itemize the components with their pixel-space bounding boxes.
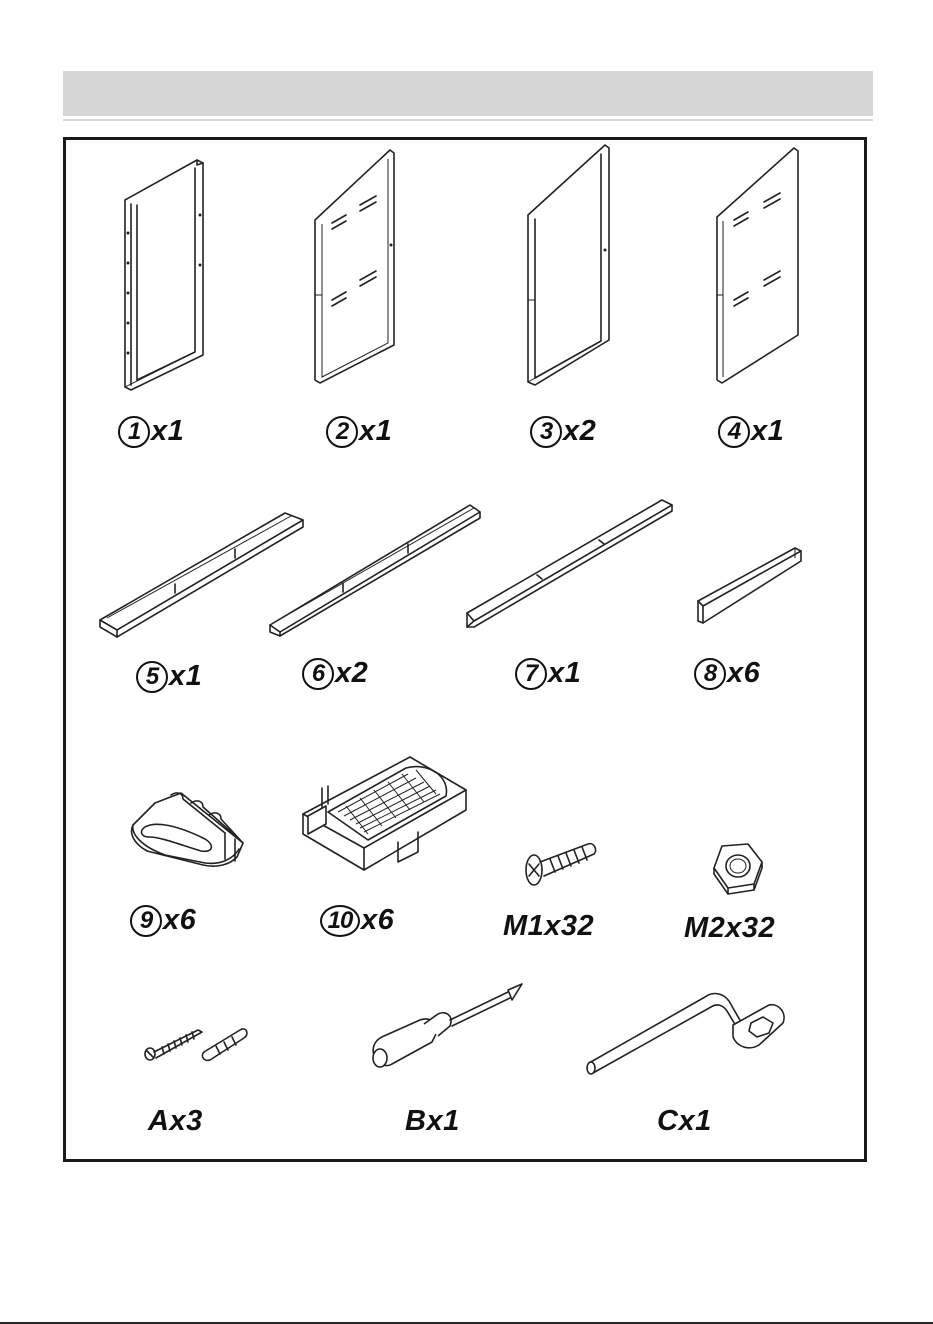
- hardware-m1-label: M1x32: [503, 910, 594, 943]
- part-number-badge: 7: [515, 658, 547, 690]
- hardware-label: M1x32: [503, 910, 594, 943]
- hardware-c-label: Cx1: [657, 1105, 712, 1138]
- part-number-badge: 6: [302, 658, 334, 690]
- part-7-label: 7 x1: [515, 657, 581, 690]
- part-number-badge: 9: [130, 905, 162, 937]
- part-6-label: 6 x2: [302, 657, 368, 690]
- hardware-label: Ax3: [148, 1105, 203, 1138]
- part-quantity: x1: [751, 415, 784, 448]
- part-number-badge: 4: [718, 416, 750, 448]
- hardware-label: Bx1: [405, 1105, 460, 1138]
- part-3-label: 3 x2: [530, 415, 596, 448]
- part-number-badge: 8: [694, 658, 726, 690]
- hardware-a-label: Ax3: [148, 1105, 203, 1138]
- part-quantity: x1: [548, 657, 581, 690]
- hardware-b-label: Bx1: [405, 1105, 460, 1138]
- part-10-label: 10 x6: [320, 904, 394, 937]
- part-quantity: x6: [361, 904, 394, 937]
- part-5-label: 5 x1: [136, 660, 202, 693]
- part-number-badge: 1: [118, 416, 150, 448]
- hardware-label: Cx1: [657, 1105, 712, 1138]
- header-rule: [63, 119, 873, 121]
- part-quantity: x6: [163, 904, 196, 937]
- part-1-label: 1 x1: [118, 415, 184, 448]
- part-quantity: x2: [563, 415, 596, 448]
- part-2-label: 2 x1: [326, 415, 392, 448]
- part-number-badge: 5: [136, 661, 168, 693]
- part-8-label: 8 x6: [694, 657, 760, 690]
- part-quantity: x1: [169, 660, 202, 693]
- part-quantity: x2: [335, 657, 368, 690]
- part-9-label: 9 x6: [130, 904, 196, 937]
- part-quantity: x6: [727, 657, 760, 690]
- part-number-badge: 3: [530, 416, 562, 448]
- part-number-badge: 2: [326, 416, 358, 448]
- part-number-badge: 10: [320, 905, 360, 937]
- part-quantity: x1: [151, 415, 184, 448]
- part-quantity: x1: [359, 415, 392, 448]
- part-4-label: 4 x1: [718, 415, 784, 448]
- hardware-m2-label: M2x32: [684, 912, 775, 945]
- header-bar: [63, 71, 873, 116]
- hardware-label: M2x32: [684, 912, 775, 945]
